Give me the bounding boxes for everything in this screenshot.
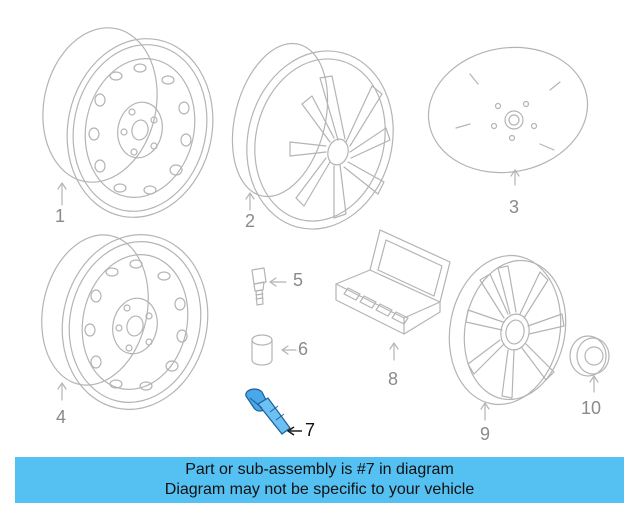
- banner-line-disclaimer: Diagram may not be specific to your vehi…: [164, 481, 475, 498]
- callout-1[interactable]: 1: [55, 206, 66, 226]
- wheel-bolt-part-5: [251, 267, 287, 306]
- hubcap-part-9: [448, 254, 567, 421]
- banner-line-part-number: Part or sub-assembly is #7 in diagram: [185, 461, 454, 478]
- alloy-wheel-part-2: [231, 42, 394, 230]
- callout-9[interactable]: 9: [480, 424, 491, 444]
- callout-8[interactable]: 8: [388, 369, 399, 389]
- info-banner: Part or sub-assembly is #7 in diagram Di…: [15, 457, 624, 503]
- steel-wheel-part-4: [41, 234, 209, 410]
- callout-4[interactable]: 4: [56, 407, 67, 427]
- lock-bolt-kit-case-part-8: [335, 229, 451, 361]
- sleeve-part-6: [251, 334, 297, 366]
- callout-2[interactable]: 2: [245, 211, 256, 231]
- steel-wheel-part-1: [42, 27, 214, 218]
- callout-7[interactable]: 7: [305, 420, 316, 440]
- callout-5[interactable]: 5: [293, 270, 304, 290]
- center-cap-part-10: [569, 335, 610, 393]
- valve-stem-part-7[interactable]: [245, 388, 302, 436]
- callout-10[interactable]: 10: [581, 398, 602, 418]
- callout-6[interactable]: 6: [298, 339, 309, 359]
- wheel-cover-disc-part-3: [427, 46, 589, 186]
- callout-3[interactable]: 3: [509, 197, 520, 217]
